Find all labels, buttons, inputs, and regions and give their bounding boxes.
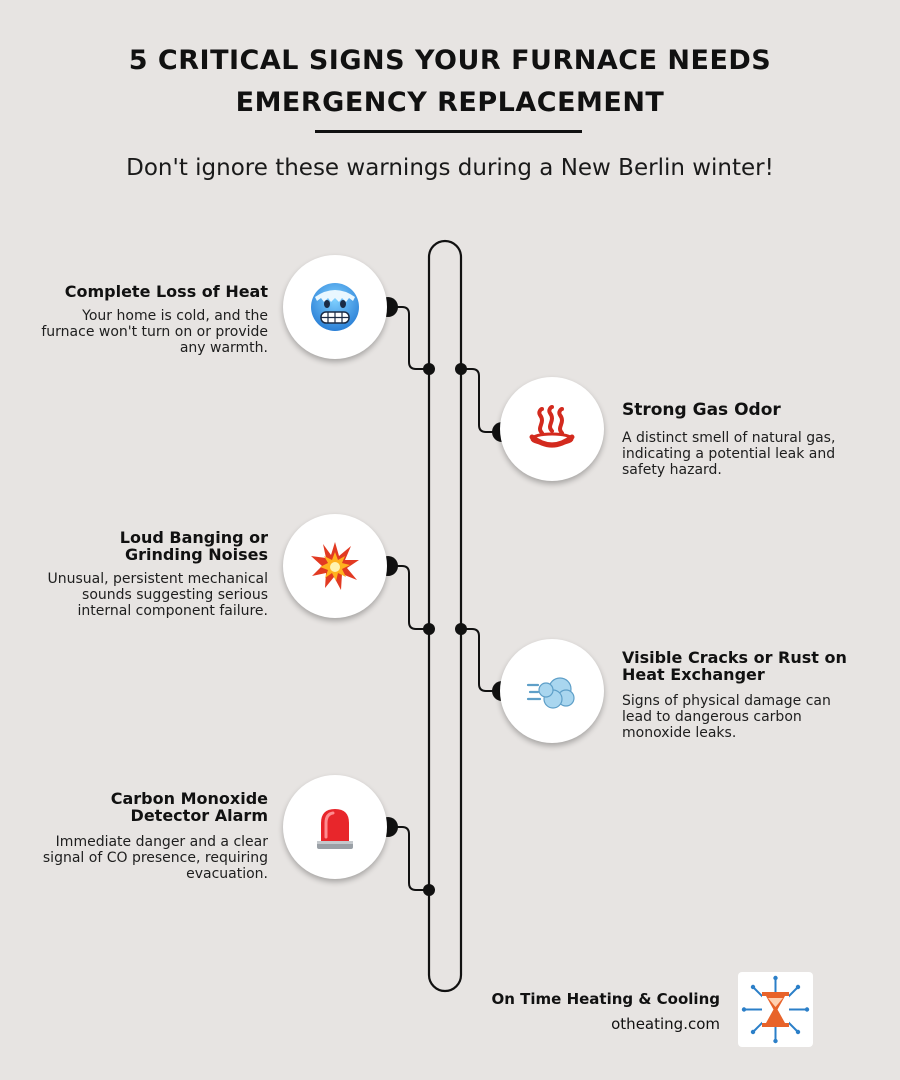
sign-1-description: Your home is cold, and the furnace won't…	[41, 308, 268, 356]
sign-4-description: Signs of physical damage can lead to dan…	[622, 693, 831, 741]
sign-2-title: Strong Gas Odor	[622, 400, 781, 420]
sign-3-icon-circle	[283, 514, 387, 618]
police-light-icon	[317, 809, 353, 849]
connector-4	[461, 628, 502, 692]
sign-5-title: Carbon Monoxide Detector Alarm	[110, 789, 268, 825]
timeline-track	[427, 239, 463, 993]
company-website: otheating.com	[611, 1015, 720, 1033]
collision-icon	[311, 542, 359, 590]
subtitle: Don't ignore these warnings during a New…	[126, 155, 774, 181]
sign-2-description: A distinct smell of natural gas, indicat…	[622, 430, 836, 478]
node-dot-3b	[423, 623, 435, 635]
hot-springs-icon	[529, 405, 575, 448]
page-title: 5 CRITICAL SIGNS YOUR FURNACE NEEDS EMER…	[0, 40, 900, 124]
dashing-away-icon	[526, 677, 575, 709]
company-logo	[738, 972, 813, 1047]
freezing-face-icon	[311, 283, 359, 331]
sign-1-icon-circle	[283, 255, 387, 359]
title-divider	[315, 130, 582, 133]
sign-5-description: Immediate danger and a clear signal of C…	[42, 834, 268, 882]
sign-4-title: Visible Cracks or Rust on Heat Exchanger	[622, 648, 847, 684]
connector-5	[388, 826, 429, 891]
sign-1-title: Complete Loss of Heat	[64, 282, 268, 301]
brand-block: On Time Heating & Cooling otheating.com	[492, 987, 720, 1037]
node-dot-4a	[455, 623, 467, 635]
sign-3-title: Loud Banging or Grinding Noises	[119, 528, 268, 564]
node-dot-2a	[455, 363, 467, 375]
title-line-2: EMERGENCY REPLACEMENT	[235, 87, 665, 118]
node-dot-5b	[423, 884, 435, 896]
sign-5-icon-circle	[283, 775, 387, 879]
sign-2-icon-circle	[500, 377, 604, 481]
company-name: On Time Heating & Cooling	[491, 990, 720, 1008]
node-dot-1b	[423, 363, 435, 375]
connector-1	[388, 306, 429, 370]
sign-3-description: Unusual, persistent mechanical sounds su…	[47, 571, 268, 619]
connector-3	[388, 565, 429, 630]
sign-4-icon-circle	[500, 639, 604, 743]
snowflake-hourglass-logo	[741, 975, 810, 1044]
connector-2	[461, 368, 502, 433]
title-line-1: 5 CRITICAL SIGNS YOUR FURNACE NEEDS	[128, 45, 772, 76]
